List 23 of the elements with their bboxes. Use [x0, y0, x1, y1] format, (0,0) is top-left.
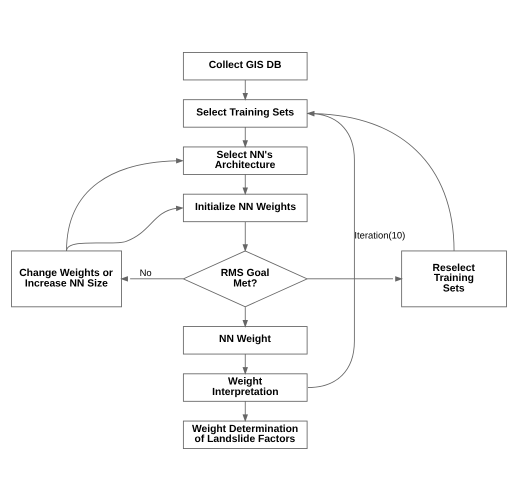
arrow: [242, 221, 248, 252]
arrow: [242, 306, 248, 328]
node-box: Collect GIS DB: [182, 52, 308, 80]
arrow: [66, 158, 184, 252]
node-box: Weight Determination of Landslide Factors: [182, 420, 308, 449]
arrow: [242, 174, 248, 196]
edge-label: No: [140, 268, 152, 280]
arrow: [66, 206, 184, 252]
arrow: [242, 126, 248, 148]
arrow: [306, 276, 403, 282]
arrow: [242, 80, 248, 101]
arrow: [242, 354, 248, 375]
node-box: Reselect Training Sets: [401, 250, 507, 308]
edge-label: Iteration(10): [354, 230, 406, 242]
arrow: [120, 276, 184, 282]
node-box: Select NN's Architecture: [182, 146, 308, 175]
node-box: NN Weight: [182, 326, 308, 354]
node-box: Weight Interpretation: [182, 373, 308, 402]
node-box: Select Training Sets: [182, 99, 308, 128]
node-box: Initialize NN Weights: [182, 194, 308, 222]
node-diamond: RMS Goal Met?: [182, 250, 308, 308]
node-box: Change Weights or Increase NN Size: [11, 250, 122, 308]
arrow: [242, 400, 248, 422]
